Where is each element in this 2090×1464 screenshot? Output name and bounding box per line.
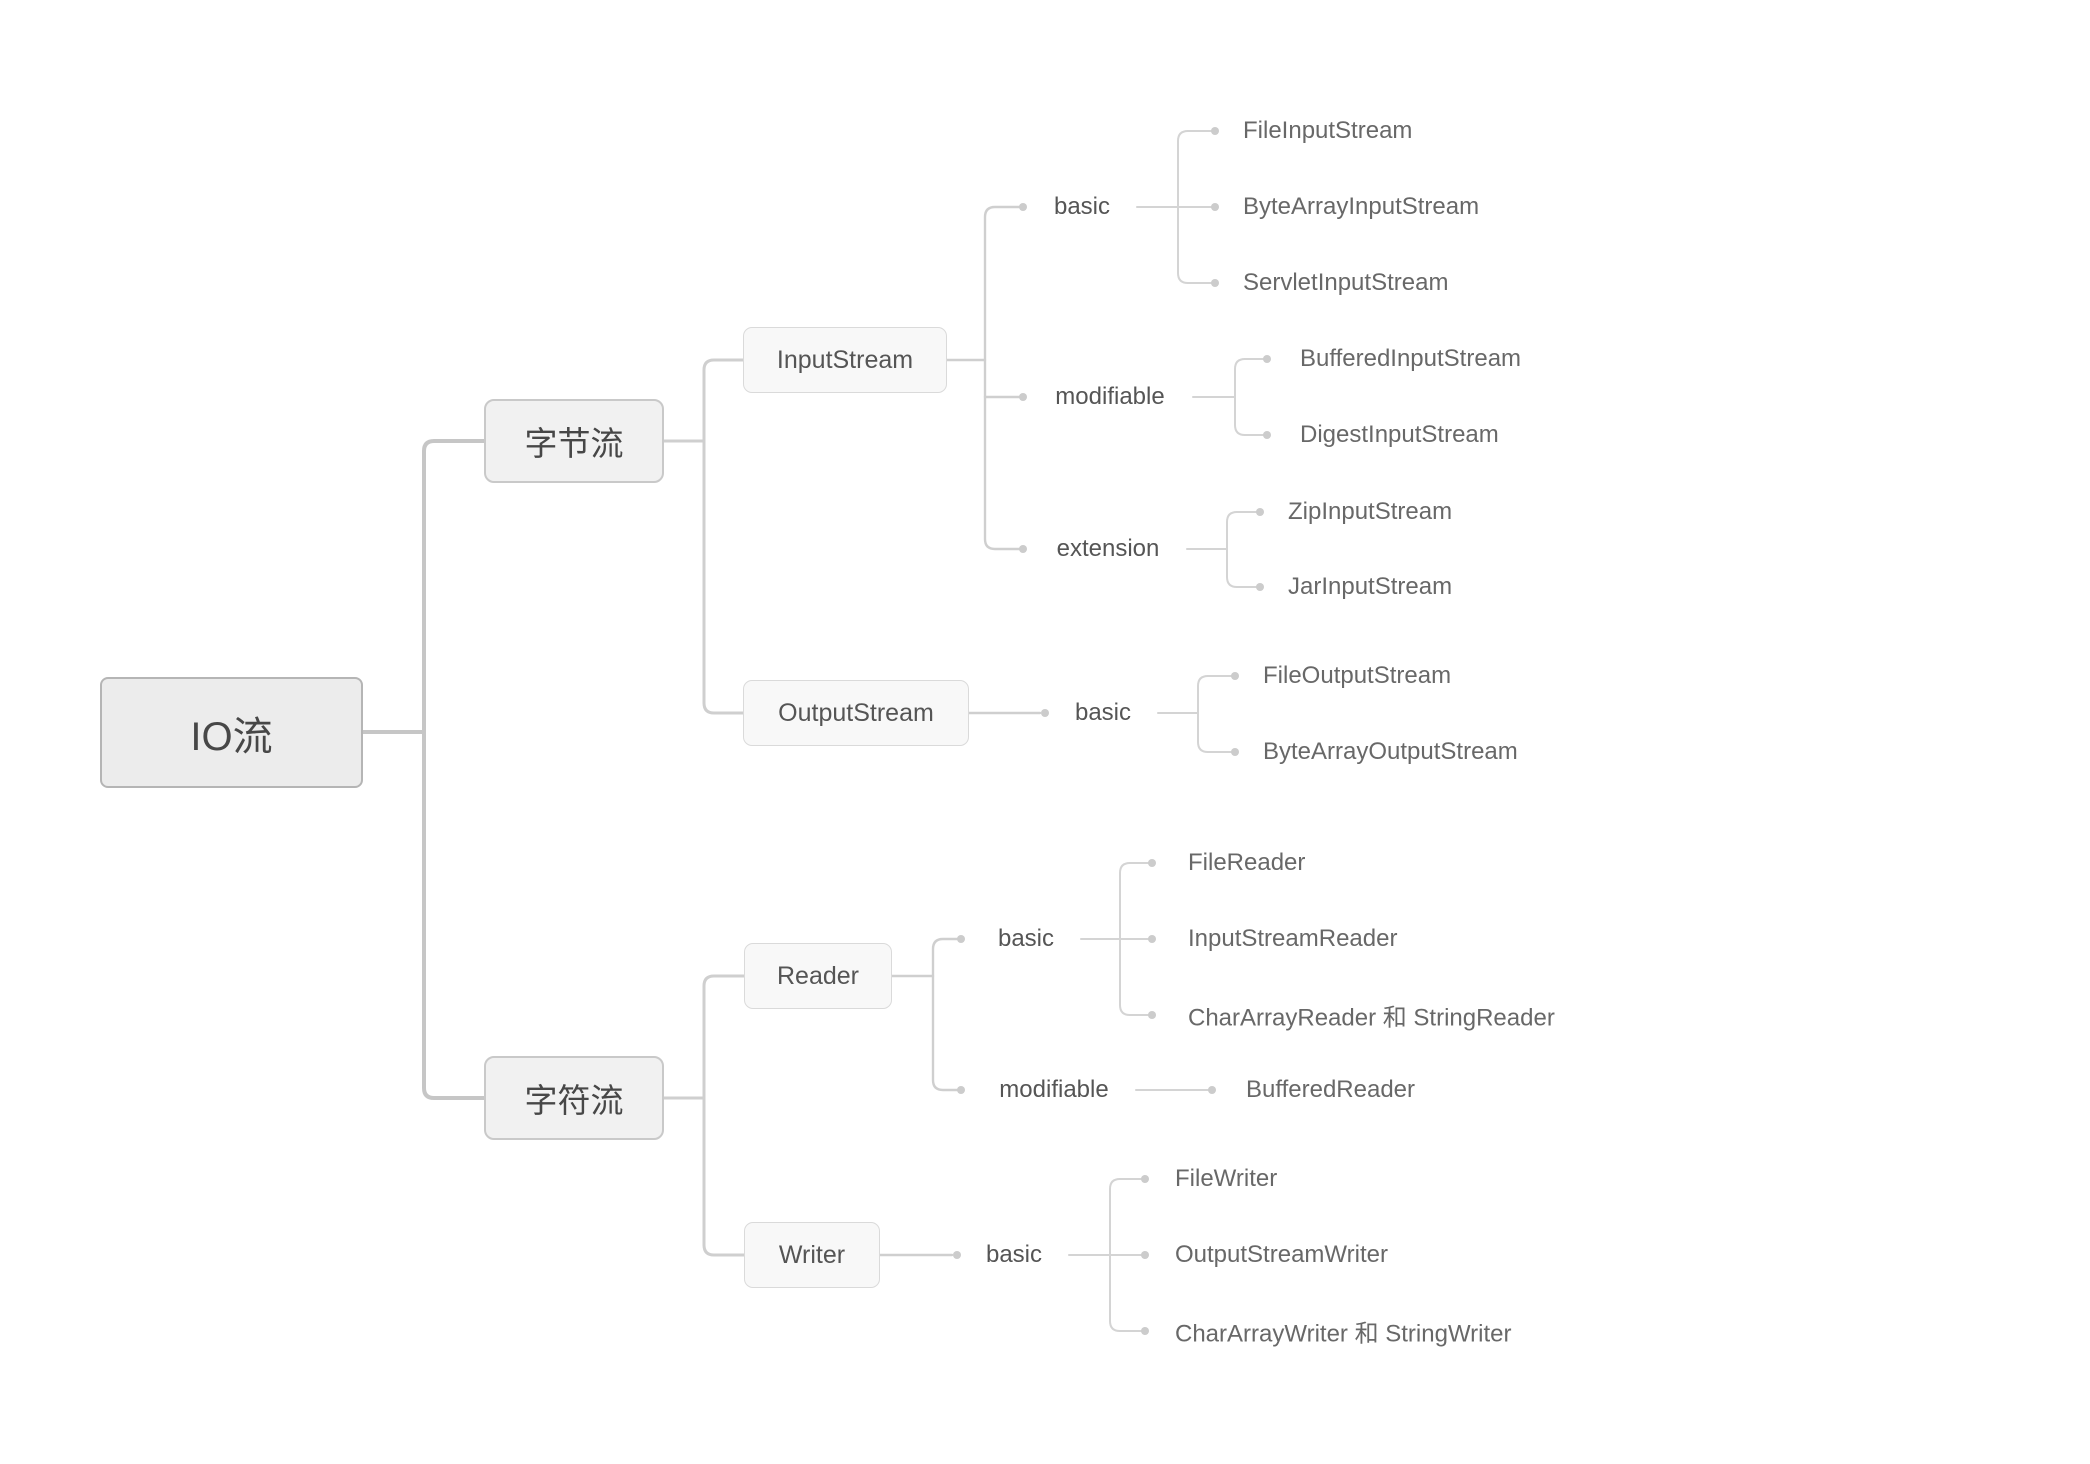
node-bytearrayinputstream[interactable]: ByteArrayInputStream xyxy=(1243,193,1480,220)
node-byte-stream-label: 字节流 xyxy=(524,425,624,462)
connector-dot xyxy=(1208,1086,1216,1094)
connector-dot xyxy=(1019,203,1027,211)
connector-group-branch xyxy=(662,358,746,1257)
connector-root-spine xyxy=(422,439,486,1100)
node-digestinputstream[interactable]: DigestInputStream xyxy=(1300,421,1499,448)
connector-group-leaf xyxy=(1068,130,1264,1332)
node-writer[interactable]: Writer xyxy=(744,1222,880,1288)
node-reader-label: Reader xyxy=(777,961,859,990)
node-filereader[interactable]: FileReader xyxy=(1188,849,1306,876)
connector-byte-spine xyxy=(702,358,745,715)
node-inputstream-basic[interactable]: basic xyxy=(1053,193,1111,220)
node-bufferedreader[interactable]: BufferedReader xyxy=(1246,1076,1416,1103)
node-fileinputstream[interactable]: FileInputStream xyxy=(1243,117,1413,144)
node-outputstreamwriter[interactable]: OutputStreamWriter xyxy=(1175,1241,1388,1268)
node-servletinputstream[interactable]: ServletInputStream xyxy=(1243,269,1449,296)
node-reader-modifiable[interactable]: modifiable xyxy=(999,1076,1109,1103)
connector-dot xyxy=(957,935,965,943)
connector-dot xyxy=(1019,393,1027,401)
node-zipinputstream[interactable]: ZipInputStream xyxy=(1288,498,1453,525)
connector-dot xyxy=(1141,1175,1149,1183)
connector-dot xyxy=(1141,1251,1149,1259)
connector-os-basic-spine xyxy=(1197,675,1232,753)
node-bytearrayoutputstream[interactable]: ByteArrayOutputStream xyxy=(1263,738,1518,765)
connector-dots xyxy=(953,127,1271,1335)
connector-dot xyxy=(953,1251,961,1259)
connector-r-basic-spine xyxy=(1119,862,1149,1016)
node-chararrayreader-stringreader[interactable]: CharArrayReader 和 StringReader xyxy=(1188,1004,1555,1032)
node-char-stream[interactable]: 字符流 xyxy=(484,1056,664,1140)
connector-dot xyxy=(1256,583,1264,591)
node-outputstream-label: OutputStream xyxy=(778,698,934,727)
node-inputstream-modifiable[interactable]: modifiable xyxy=(1055,383,1165,410)
node-bufferedinputstream[interactable]: BufferedInputStream xyxy=(1300,345,1522,372)
node-inputstream-label: InputStream xyxy=(776,345,914,374)
connector-dot xyxy=(1256,508,1264,516)
node-inputstream[interactable]: InputStream xyxy=(743,327,947,393)
connector-reader-spine xyxy=(931,937,959,1092)
connector-dot xyxy=(1211,127,1219,135)
connector-dot xyxy=(1019,545,1027,553)
connector-is-modifiable-spine xyxy=(1234,358,1264,436)
connector-inputstream-spine xyxy=(983,205,1021,551)
connector-dot xyxy=(1148,859,1156,867)
connector-is-extension-spine xyxy=(1226,511,1257,588)
node-writer-label: Writer xyxy=(778,1240,846,1269)
connector-dot xyxy=(1231,748,1239,756)
node-outputstream-basic[interactable]: basic xyxy=(1074,699,1132,726)
node-filewriter[interactable]: FileWriter xyxy=(1175,1165,1278,1192)
node-inputstreamreader[interactable]: InputStreamReader xyxy=(1188,925,1398,952)
node-reader-basic[interactable]: basic xyxy=(997,925,1055,952)
connector-dot xyxy=(1263,355,1271,363)
node-outputstream[interactable]: OutputStream xyxy=(743,680,969,746)
connector-dot xyxy=(1211,203,1219,211)
connector-dot xyxy=(1041,709,1049,717)
node-reader[interactable]: Reader xyxy=(744,943,892,1009)
connector-dot xyxy=(1141,1327,1149,1335)
node-io-stream[interactable]: IO流 xyxy=(100,677,363,788)
node-char-stream-label: 字符流 xyxy=(524,1082,624,1119)
node-inputstream-extension[interactable]: extension xyxy=(1056,535,1160,562)
connector-dot xyxy=(957,1086,965,1094)
node-jarinputstream[interactable]: JarInputStream xyxy=(1288,573,1453,600)
connector-dot xyxy=(1263,431,1271,439)
connector-is-basic-spine xyxy=(1177,130,1212,284)
connector-group-root xyxy=(361,439,486,1100)
connector-w-basic-spine xyxy=(1109,1178,1142,1332)
connector-char-spine xyxy=(702,974,746,1257)
connector-dot xyxy=(1231,672,1239,680)
node-fileoutputstream[interactable]: FileOutputStream xyxy=(1263,662,1452,689)
node-writer-basic[interactable]: basic xyxy=(985,1241,1043,1268)
connector-dot xyxy=(1148,935,1156,943)
node-io-stream-label: IO流 xyxy=(190,714,273,759)
connector-dot xyxy=(1148,1011,1156,1019)
connector-dot xyxy=(1211,279,1219,287)
node-byte-stream[interactable]: 字节流 xyxy=(484,399,664,483)
node-chararraywriter-stringwriter[interactable]: CharArrayWriter 和 StringWriter xyxy=(1175,1320,1512,1348)
connector-group-class xyxy=(878,205,1042,1257)
